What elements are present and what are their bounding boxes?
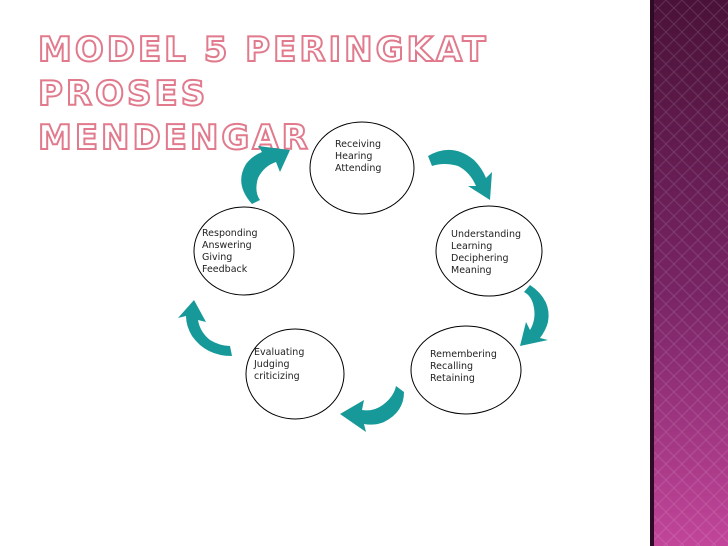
curved-arrow-icon [178, 300, 232, 356]
node-understanding-line-2: Learning [451, 241, 492, 252]
node-responding-line-4: Feedback [202, 264, 248, 275]
node-responding: Responding Answering Giving Feedback [193, 206, 295, 296]
curved-arrow-icon [428, 149, 492, 200]
cycle-arrows [178, 146, 549, 432]
node-receiving: Receiving Hearing Attending [309, 121, 415, 215]
node-evaluating-line-1: Evaluating [254, 347, 304, 358]
node-responding-line-2: Answering [202, 240, 252, 251]
cycle-nodes: Receiving Hearing Attending Understandin… [193, 121, 543, 420]
node-understanding-line-3: Deciphering [451, 253, 509, 264]
node-evaluating-line-2: Judging [253, 359, 290, 370]
curved-arrow-icon [241, 146, 290, 204]
curved-arrow-icon [340, 386, 404, 432]
node-understanding-line-4: Meaning [451, 265, 492, 276]
node-responding-line-1: Responding [202, 228, 258, 239]
node-receiving-line-3: Attending [335, 163, 381, 174]
node-evaluating: Evaluating Judging criticizing [245, 328, 345, 420]
node-evaluating-line-3: criticizing [254, 371, 300, 382]
node-understanding-line-1: Understanding [451, 229, 521, 240]
decorative-side-panel [650, 0, 728, 546]
slide-title: MODEL 5 PERINGKAT PROSES MENDENGAR [37, 28, 598, 160]
node-receiving-line-1: Receiving [335, 139, 381, 150]
node-understanding: Understanding Learning Deciphering Meani… [435, 205, 543, 297]
curved-arrow-icon [520, 285, 549, 346]
node-receiving-line-2: Hearing [335, 151, 372, 162]
node-remembering-line-3: Retaining [430, 373, 475, 384]
node-remembering-line-2: Recalling [430, 361, 473, 372]
node-remembering-line-1: Remembering [430, 349, 497, 360]
node-remembering: Remembering Recalling Retaining [410, 325, 522, 415]
title-line-1: MODEL 5 PERINGKAT PROSES [37, 29, 489, 115]
node-responding-line-3: Giving [202, 252, 232, 263]
